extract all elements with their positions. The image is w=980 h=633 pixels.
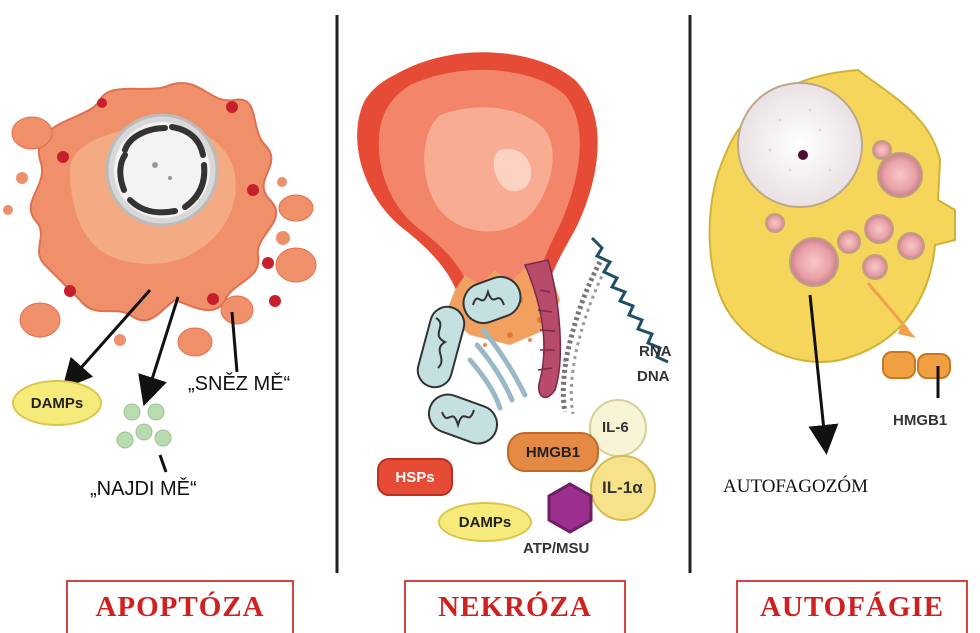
nucleolus [798, 150, 808, 160]
il6-label: IL-6 [602, 419, 629, 436]
necrosis-title: NEKRÓZA [438, 591, 592, 624]
find-me-label: „NAJDI MĚ“ [90, 478, 197, 501]
autophagy-title: AUTOFÁGIE [760, 591, 944, 624]
atp-hexagon-icon [549, 484, 591, 532]
line-find-me [160, 455, 166, 472]
autophagosome-label: AUTOFAGOZÓM [723, 476, 868, 498]
find-me-molecules [117, 404, 171, 448]
organelles [414, 260, 560, 449]
apoptosis-title-box: APOPTÓZA [66, 580, 294, 633]
hsps-pill: HSPs [377, 458, 453, 496]
hmgb1-molecule-icon [883, 352, 950, 378]
necrosis-damps-bubble: DAMPs [438, 502, 532, 542]
autophagy-title-box: AUTOFÁGIE [736, 580, 968, 633]
il1a-label: IL-1α [602, 478, 643, 498]
mitochondrion [414, 303, 468, 391]
apoptosis-damps-label: DAMPs [31, 395, 84, 412]
rna-label: RNA [639, 343, 672, 360]
eat-me-label: „SNĚZ MĚ“ [188, 373, 290, 396]
apoptosis-title: APOPTÓZA [95, 591, 264, 624]
necrosis-damps-label: DAMPs [459, 514, 512, 531]
necrosis-title-box: NEKRÓZA [404, 580, 626, 633]
nucleolus [168, 176, 172, 180]
damps-bubble: DAMPs [12, 380, 102, 426]
apoptotic-cell [31, 83, 276, 320]
hsps-label: HSPs [395, 469, 434, 486]
autophagy-hmgb1-label: HMGB1 [893, 412, 947, 429]
nucleolus [152, 162, 158, 168]
atp-msu-label: ATP/MSU [523, 540, 589, 557]
dna-label: DNA [637, 368, 670, 385]
mitochondrion [424, 389, 503, 449]
autophagic-cell [710, 70, 955, 362]
nucleus [738, 83, 862, 207]
dna-strand [563, 262, 608, 414]
necrosis-hmgb1-label: HMGB1 [526, 444, 580, 461]
hmgb1-pill: HMGB1 [507, 432, 599, 472]
